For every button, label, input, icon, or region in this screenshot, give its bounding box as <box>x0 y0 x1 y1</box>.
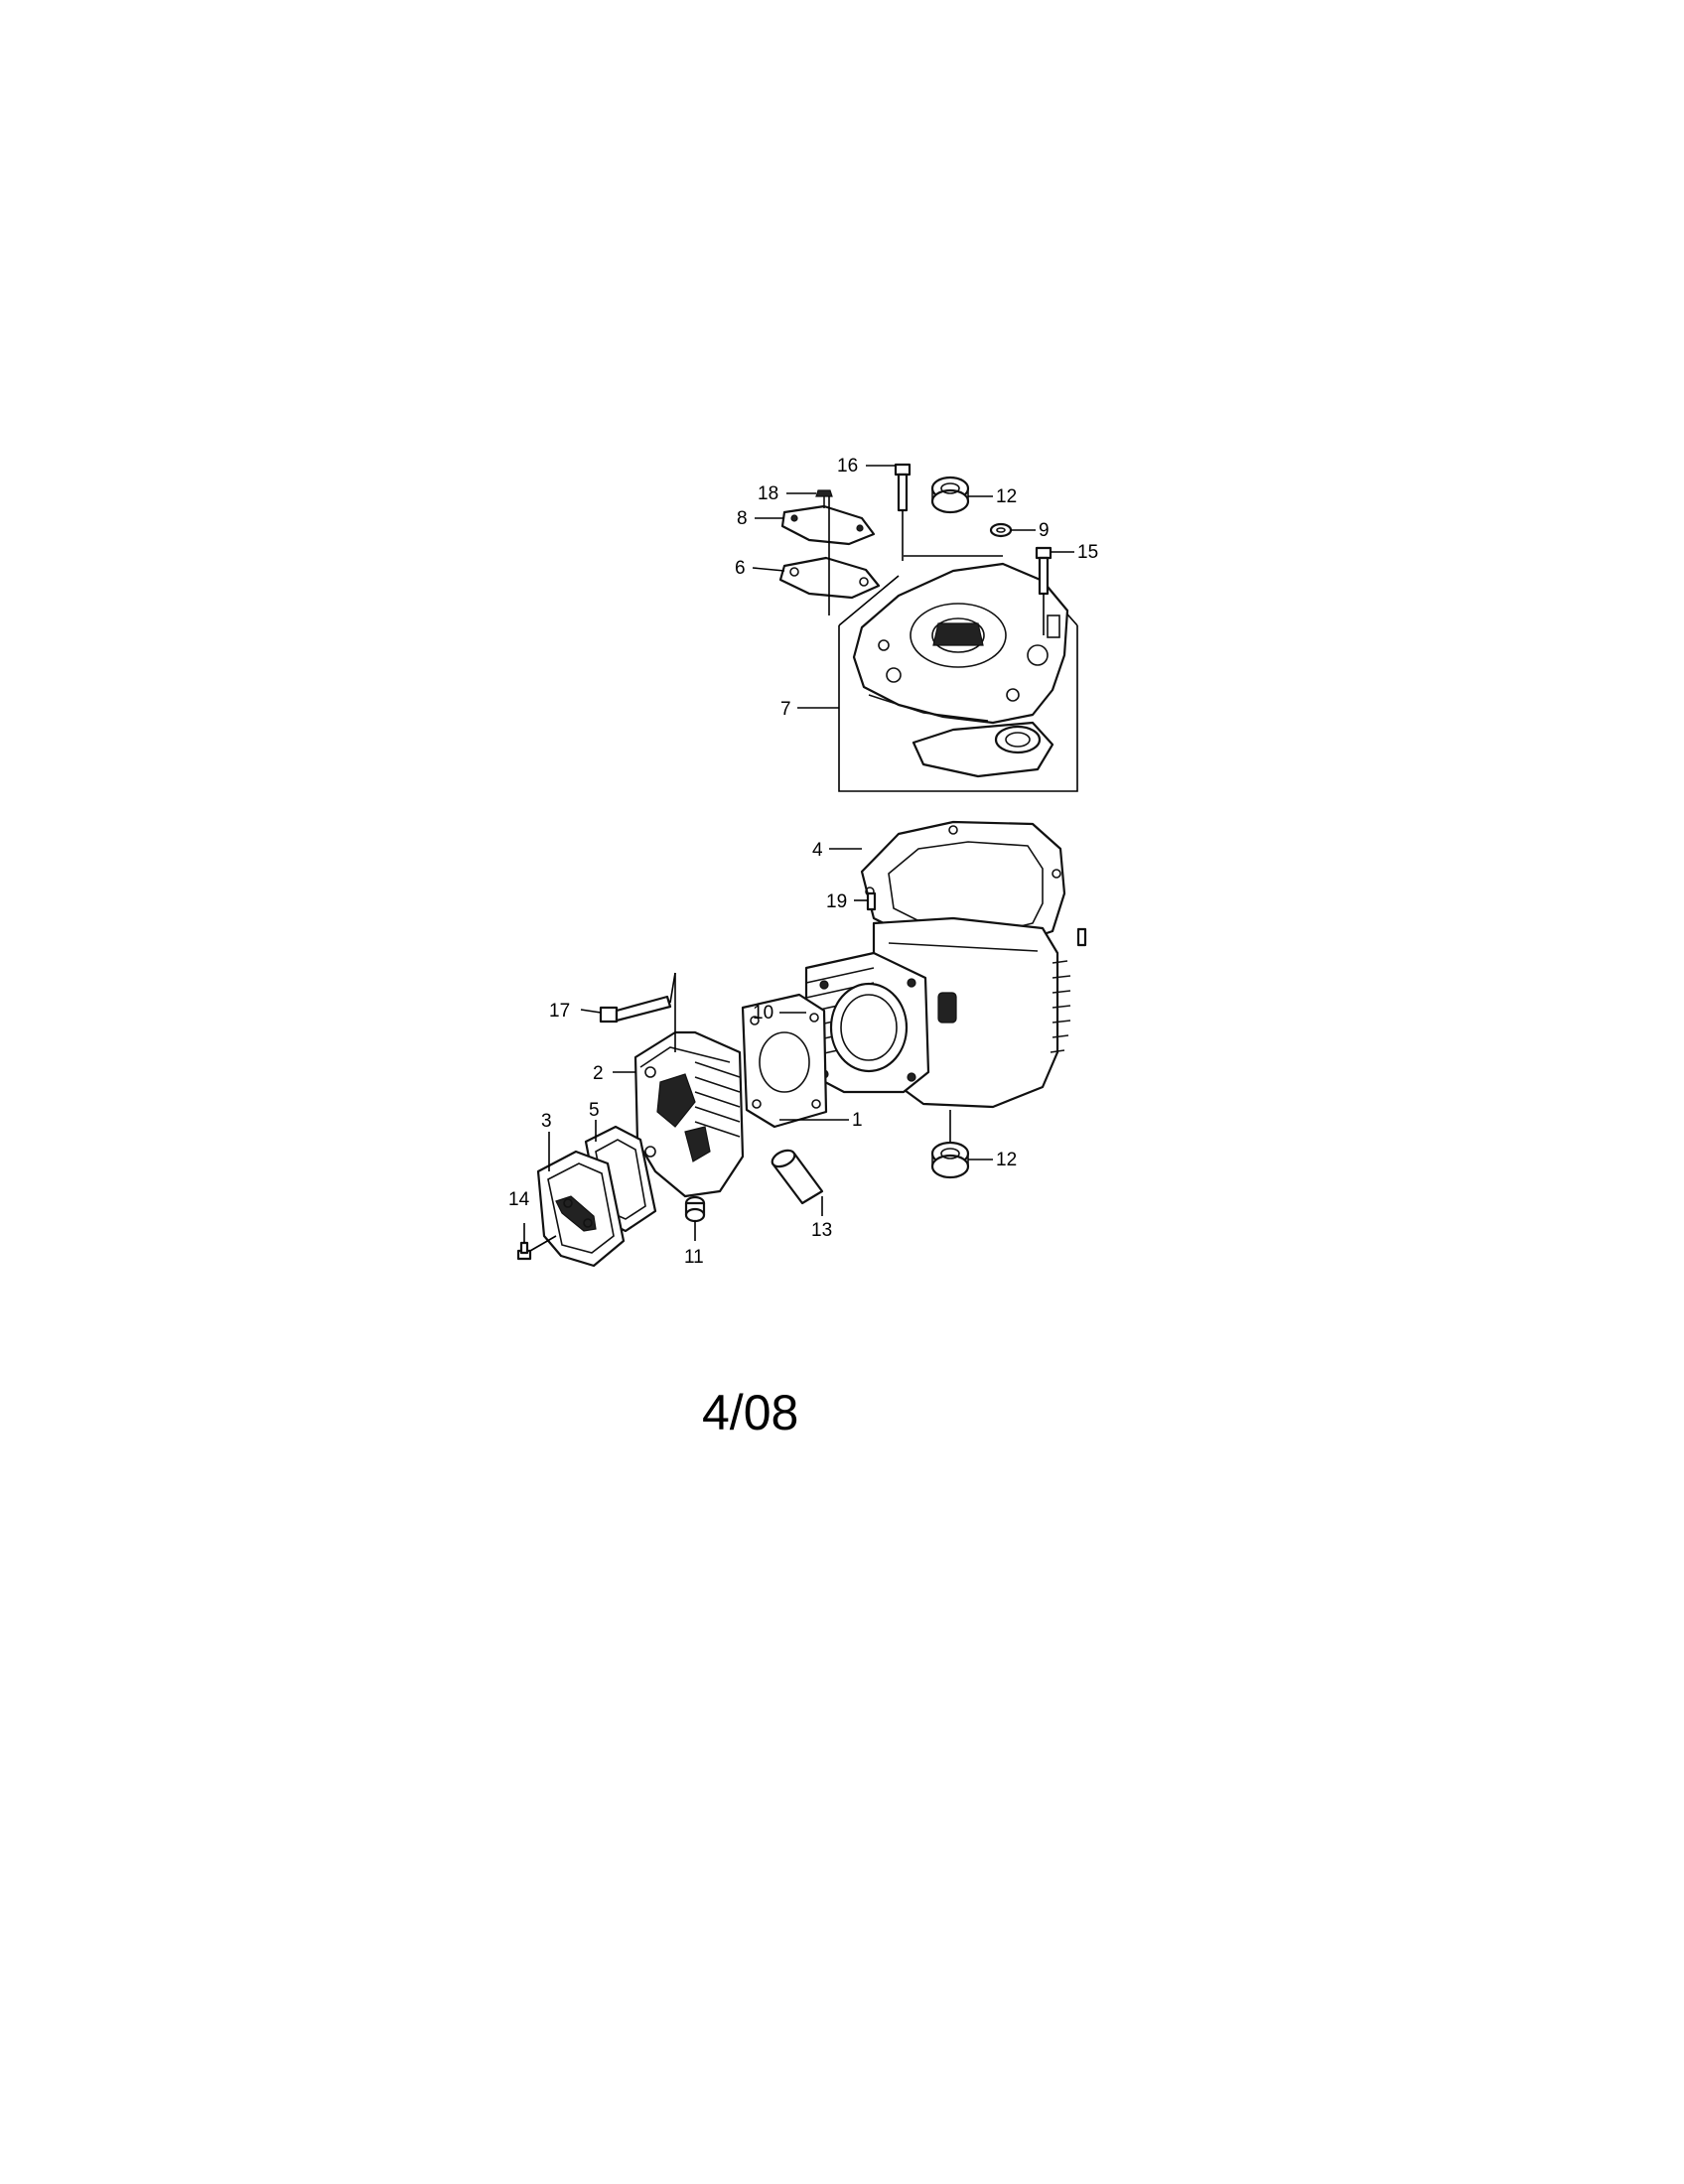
callout-1: 1 <box>852 1110 863 1131</box>
callout-10: 10 <box>753 1003 773 1024</box>
dowel-pin-19 <box>866 891 1087 947</box>
callout-14: 14 <box>508 1189 530 1210</box>
oil-seal-12-bottom <box>930 1141 970 1179</box>
callout-12-bottom: 12 <box>996 1150 1017 1170</box>
callout-7: 7 <box>780 699 791 720</box>
cylinder-block <box>804 916 1071 1109</box>
washer-9 <box>989 522 1013 538</box>
cylinder-head <box>633 1030 745 1198</box>
callout-18: 18 <box>758 483 778 504</box>
dowel-11 <box>684 1195 706 1223</box>
callout-leaders <box>523 465 1074 1243</box>
sleeve-13 <box>771 1149 824 1205</box>
cylinder-head-gasket <box>741 993 828 1129</box>
crankcase-cover-assembly <box>838 562 1078 792</box>
breather-cover-plate <box>780 504 876 546</box>
callout-2: 2 <box>593 1063 604 1084</box>
oil-seal-12-top <box>930 476 970 514</box>
screw-18 <box>815 489 833 508</box>
callout-3: 3 <box>541 1111 552 1132</box>
rocker-cover <box>536 1150 626 1268</box>
bolt-16 <box>894 463 912 561</box>
callout-9: 9 <box>1039 520 1050 541</box>
callout-12-top: 12 <box>996 486 1017 507</box>
callout-15: 15 <box>1077 542 1098 563</box>
bolt-15 <box>1035 546 1052 635</box>
callout-16: 16 <box>837 456 858 477</box>
callout-6: 6 <box>735 558 746 579</box>
bolt-17 <box>599 972 676 1052</box>
callout-4: 4 <box>812 840 823 861</box>
bolt-14 <box>516 1235 557 1261</box>
callout-5: 5 <box>589 1100 600 1121</box>
callout-19: 19 <box>826 891 847 912</box>
callout-13: 13 <box>811 1220 832 1241</box>
callout-17: 17 <box>549 1001 570 1022</box>
footer-date-code: 4/08 <box>702 1385 798 1440</box>
callout-8: 8 <box>737 508 748 529</box>
callout-11: 11 <box>684 1247 704 1268</box>
callout-labels: 1 2 3 4 5 6 7 8 9 10 11 12 12 13 14 15 1… <box>508 456 1098 1268</box>
